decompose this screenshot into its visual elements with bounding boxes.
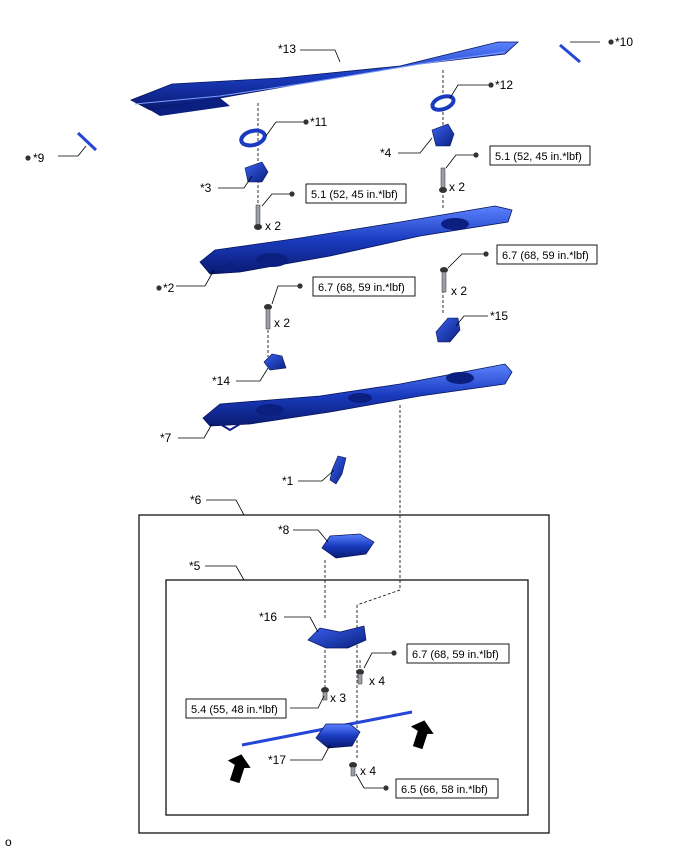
quantity-label: x 3 (330, 691, 346, 705)
bolt-icon (439, 167, 447, 193)
leader-lines (58, 41, 600, 789)
torque-spec-box: 6.5 (66, 58 in.*lbf) (395, 778, 499, 799)
callout-15: *15 (490, 309, 508, 323)
torque-spec-box: 6.7 (68, 59 in.*lbf) (406, 643, 510, 664)
callout-12: *12 (495, 78, 513, 92)
callout-3: *3 (200, 181, 212, 195)
bolt-icon (440, 267, 448, 293)
assembly-frame-5 (165, 579, 529, 816)
quantity-label: x 2 (449, 180, 465, 194)
gasket-part-11 (239, 128, 267, 148)
torque-spec-box: 5.1 (52, 45 in.*lbf) (489, 145, 591, 166)
spoiler-cover-part (130, 41, 520, 116)
bolt-icon (349, 762, 357, 777)
bolt-icon (321, 687, 329, 701)
gasket-part-12 (430, 94, 456, 112)
callout-9: *9 (33, 151, 45, 165)
callout-5: *5 (189, 559, 201, 573)
callout-16: *16 (259, 610, 277, 624)
callout-11: *11 (310, 115, 327, 129)
callout-7: *7 (160, 431, 172, 445)
bracket-part-14 (263, 353, 287, 371)
quantity-labels: x 2 x 2 x 2 x 2 x 4 x 3 x 4 (265, 180, 467, 778)
svg-text:6.7 (68, 59 in.*lbf): 6.7 (68, 59 in.*lbf) (318, 282, 405, 294)
callout-8: *8 (278, 523, 290, 537)
torque-spec-box: 5.4 (55, 48 in.*lbf) (185, 698, 287, 719)
quantity-label: x 2 (265, 219, 281, 233)
housing-part-2 (199, 205, 513, 275)
torque-spec-box: 6.7 (68, 59 in.*lbf) (312, 276, 416, 297)
torque-spec-box: 6.7 (68, 59 in.*lbf) (496, 244, 598, 265)
bolt-icon (356, 669, 364, 685)
rod-part-10 (559, 43, 581, 64)
quantity-label: x 4 (360, 764, 376, 778)
rod-part-9 (76, 131, 98, 152)
quantity-label: x 2 (451, 284, 467, 298)
callout-labels: *13 *10 *9 *11 *12 *4 *3 *2 *15 *14 *7 *… (33, 35, 633, 767)
callout-13: *13 (278, 42, 296, 56)
bolt-icon (264, 304, 272, 330)
callout-6: *6 (190, 493, 202, 507)
arrow-up-icon (410, 720, 434, 750)
svg-text:6.5 (66, 58 in.*lbf): 6.5 (66, 58 in.*lbf) (401, 784, 488, 796)
figure-id: o (5, 835, 12, 849)
quantity-label: x 4 (369, 674, 385, 688)
motor-part-8 (321, 533, 375, 559)
svg-text:5.1 (52, 45 in.*lbf): 5.1 (52, 45 in.*lbf) (495, 151, 582, 163)
bracket-part-4 (431, 123, 455, 147)
clip-part-1 (329, 455, 347, 485)
arrow-up-icon (227, 754, 251, 784)
callout-17: *17 (268, 753, 286, 767)
bracket-part-3 (244, 161, 269, 183)
svg-text:6.7 (68, 59 in.*lbf): 6.7 (68, 59 in.*lbf) (412, 649, 499, 661)
base-part-7 (202, 363, 513, 432)
assembly-frame-6 (138, 514, 550, 834)
callout-14: *14 (212, 374, 230, 388)
svg-text:6.7 (68, 59 in.*lbf): 6.7 (68, 59 in.*lbf) (502, 250, 589, 262)
callout-2: *2 (163, 281, 175, 295)
callout-1: *1 (282, 474, 294, 488)
quantity-label: x 2 (274, 316, 290, 330)
bracket-part-15 (435, 317, 461, 343)
bracket-assembly-part-16 (307, 625, 367, 649)
svg-text:5.1 (52, 45 in.*lbf): 5.1 (52, 45 in.*lbf) (311, 189, 398, 201)
torque-spec-box: 5.1 (52, 45 in.*lbf) (305, 183, 407, 204)
svg-text:5.4 (55, 48 in.*lbf): 5.4 (55, 48 in.*lbf) (191, 704, 278, 716)
callout-10: *10 (615, 35, 633, 49)
callout-4: *4 (380, 146, 392, 160)
callout-dots (25, 39, 614, 791)
bolt-icon (254, 204, 262, 230)
